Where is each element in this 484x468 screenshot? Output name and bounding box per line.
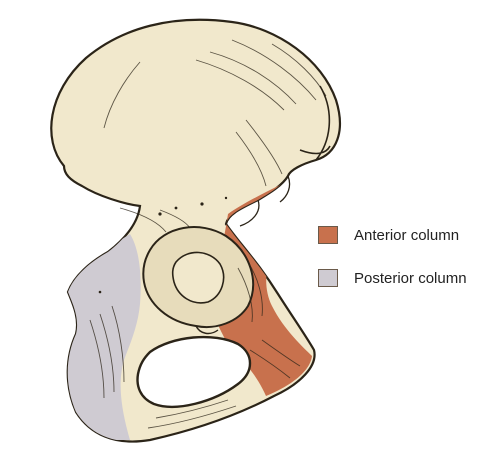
obturator-foramen (136, 335, 252, 408)
iliac-crest (299, 85, 331, 161)
posterior-swatch (318, 269, 338, 287)
legend-label-anterior: Anterior column (354, 226, 460, 244)
legend: Anterior column Posterior column (318, 224, 467, 310)
legend-item-anterior: Anterior column (318, 224, 467, 246)
legend-label-posterior: Posterior column (354, 269, 467, 287)
posterior-column-region (60, 234, 141, 440)
surface-dots (98, 196, 228, 294)
anterior-swatch (318, 226, 338, 244)
anterior-spine-edge (239, 175, 291, 227)
acetabular-notch (195, 325, 219, 335)
legend-item-posterior: Posterior column (318, 267, 467, 289)
acetabular-fossa (171, 251, 225, 304)
shading-hatches (89, 39, 327, 429)
